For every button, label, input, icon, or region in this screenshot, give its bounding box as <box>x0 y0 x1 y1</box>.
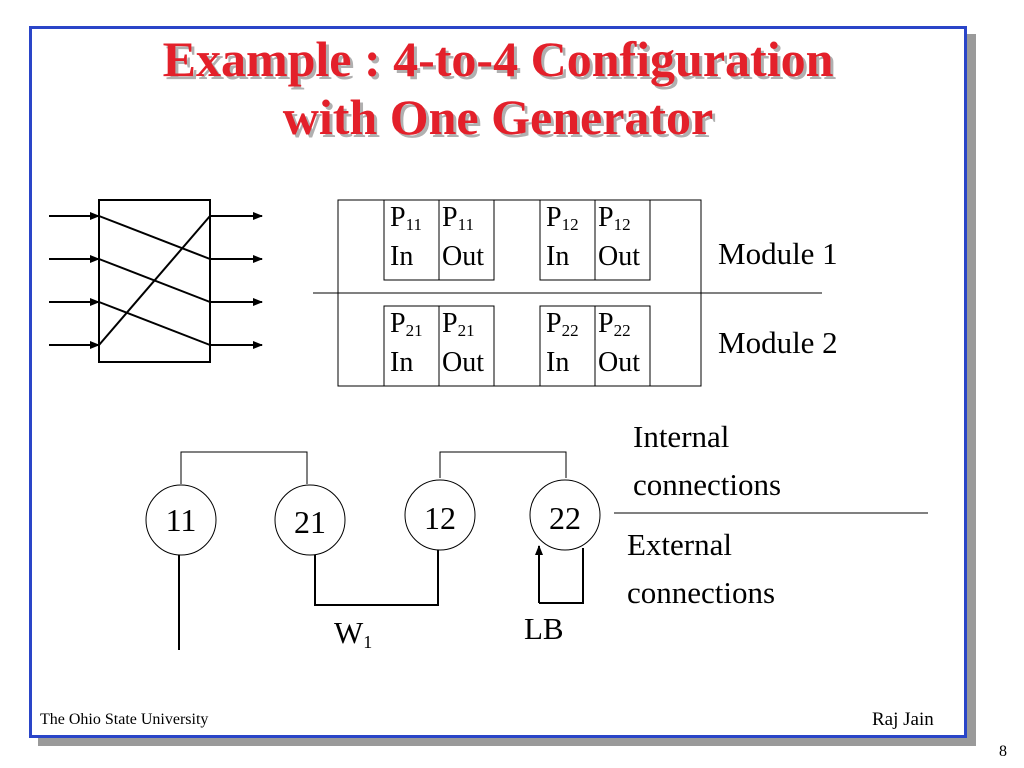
external-connections <box>178 545 584 650</box>
node-11-label: 11 <box>165 502 197 538</box>
crossing-line-1 <box>98 215 211 260</box>
loopback-connection <box>539 548 584 604</box>
w1-connection <box>314 550 439 606</box>
cell-p11-out <box>438 199 495 281</box>
cell-p22-out <box>594 305 651 387</box>
slide-frame <box>29 26 967 738</box>
node-22-circle <box>529 479 601 551</box>
internal-bracket-11-21 <box>180 451 308 484</box>
switch-box <box>49 199 263 363</box>
lb-label: LB <box>524 611 564 646</box>
external-label-line-2: connections <box>627 575 776 610</box>
external-connections-label: External connections <box>627 528 775 610</box>
node-diagram <box>145 451 928 556</box>
module-2-label: Module 2 <box>718 325 838 360</box>
node-12-label: 12 <box>424 500 456 536</box>
node-12-circle <box>404 479 476 551</box>
module-boxes <box>313 199 822 387</box>
node-22-label: 22 <box>549 500 581 536</box>
module-1-label: Module 1 <box>718 236 838 271</box>
switch-box-frame <box>98 199 211 363</box>
title-line-2: with One Generator <box>282 89 714 145</box>
internal-label-line-1: Internal <box>633 419 730 454</box>
w1-label: W1 <box>334 615 373 653</box>
node-21-circle <box>274 484 346 556</box>
internal-label-line-2: connections <box>633 467 782 502</box>
external-label-line-1: External <box>627 527 733 562</box>
footer-author: Raj Jain <box>872 709 934 730</box>
node-21-label: 21 <box>294 504 326 540</box>
title-line-1: Example : 4-to-4 Configuration <box>162 31 834 87</box>
cell-p12-out <box>594 199 651 281</box>
node-11-circle <box>145 484 217 556</box>
crossing-line-3 <box>98 301 211 346</box>
cell-p21-out <box>438 305 495 387</box>
footer-university: The Ohio State University <box>40 711 209 728</box>
page-number: 8 <box>999 743 1007 760</box>
internal-bracket-12-22 <box>439 451 567 478</box>
crossing-line-4 <box>98 215 211 346</box>
internal-connections-label: Internal connections <box>633 420 781 502</box>
slide-title: Example : 4-to-4 Configuration with One … <box>29 30 967 146</box>
